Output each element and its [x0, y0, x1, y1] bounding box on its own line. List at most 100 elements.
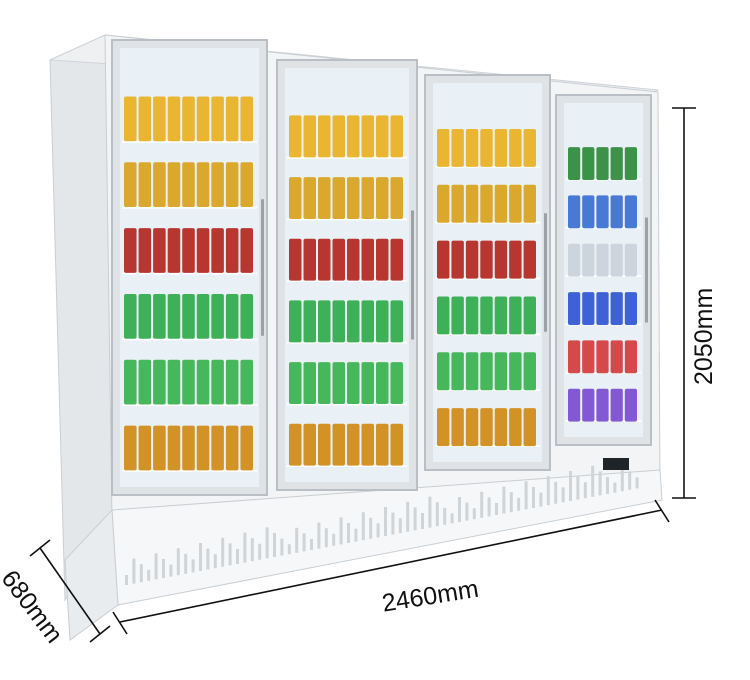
product-item: [124, 162, 137, 208]
vent-slot: [465, 502, 469, 521]
vent-slot: [487, 497, 491, 517]
width-tick-left: [112, 611, 128, 635]
product-item: [303, 300, 316, 343]
product-item: [376, 238, 389, 281]
product-item: [509, 184, 522, 223]
door-handle[interactable]: [645, 217, 648, 323]
product-item: [182, 425, 195, 471]
product-item: [167, 162, 181, 208]
product-item: [610, 195, 623, 229]
vent-slot: [583, 482, 587, 499]
vent-slot: [576, 476, 580, 500]
vent-slot: [443, 507, 447, 525]
product-item: [451, 352, 464, 391]
product-item: [225, 162, 239, 208]
product-item: [124, 359, 137, 405]
product-item: [451, 296, 464, 335]
product-item: [196, 162, 210, 208]
vent-slot: [428, 496, 432, 528]
product-item: [225, 425, 239, 471]
product-item: [332, 115, 345, 158]
product-item: [361, 362, 374, 405]
product-item: [480, 184, 493, 223]
product-item: [480, 240, 493, 279]
product-item: [376, 423, 389, 466]
product-item: [494, 408, 508, 447]
product-item: [494, 240, 508, 279]
product-item: [596, 340, 609, 374]
vent-slot: [361, 512, 365, 541]
product-item: [361, 177, 374, 220]
product-item: [347, 362, 360, 405]
product-item: [240, 228, 253, 273]
vent-slot: [324, 528, 328, 548]
vent-slot: [310, 539, 313, 550]
vent-slot: [243, 532, 247, 563]
product-item: [451, 128, 464, 167]
vent-slot: [391, 512, 395, 535]
product-item: [465, 184, 479, 223]
product-item: [624, 147, 637, 180]
vent-slot: [258, 543, 262, 560]
door-handle[interactable]: [544, 213, 547, 332]
product-item: [138, 359, 152, 405]
door-2[interactable]: [276, 59, 418, 491]
height-label: 2050mm: [690, 287, 718, 385]
product-item: [332, 423, 345, 466]
product-item: [523, 296, 536, 335]
door-4[interactable]: [555, 94, 652, 446]
product-item: [318, 362, 331, 405]
product-item: [196, 359, 210, 405]
product-item: [451, 408, 464, 447]
depth-tick-top: [29, 539, 51, 557]
door-handle[interactable]: [261, 199, 264, 336]
product-item: [196, 96, 210, 142]
product-item: [624, 243, 637, 277]
product-item: [289, 177, 302, 220]
product-item: [138, 425, 152, 471]
product-item: [240, 162, 253, 208]
product-item: [523, 128, 536, 167]
product-item: [480, 408, 493, 447]
product-item: [318, 423, 331, 466]
vent-slot: [413, 507, 417, 531]
product-item: [523, 184, 536, 223]
vent-slot: [480, 491, 484, 518]
door-1[interactable]: [111, 39, 268, 496]
product-item: [347, 177, 360, 220]
product-item: [624, 340, 637, 374]
product-item: [138, 162, 152, 208]
vent-slot: [376, 523, 380, 538]
vent-slot: [250, 538, 254, 562]
product-item: [225, 293, 239, 339]
product-item: [509, 352, 522, 391]
product-item: [153, 96, 166, 142]
product-item: [523, 352, 536, 391]
door-handle[interactable]: [411, 210, 414, 340]
vent-slot: [421, 513, 424, 529]
vent-slot: [532, 487, 535, 508]
product-item: [332, 300, 345, 343]
product-item: [124, 293, 137, 339]
product-item: [138, 228, 152, 273]
product-item: [196, 425, 210, 471]
product-item: [390, 238, 403, 281]
product-item: [509, 128, 522, 167]
vent-slot: [273, 533, 276, 557]
door-3[interactable]: [424, 74, 551, 471]
product-item: [437, 128, 450, 167]
product-item: [332, 238, 345, 281]
product-item: [318, 238, 331, 281]
vent-slot: [554, 481, 558, 504]
vent-slot: [569, 471, 572, 501]
vent-slot: [347, 523, 350, 543]
product-item: [451, 240, 464, 279]
vent-slot: [546, 476, 550, 506]
product-item: [437, 296, 450, 335]
product-item: [568, 243, 581, 277]
product-item: [610, 243, 623, 277]
vent-slot: [302, 533, 306, 552]
product-item: [303, 238, 316, 281]
product-item: [225, 359, 239, 405]
